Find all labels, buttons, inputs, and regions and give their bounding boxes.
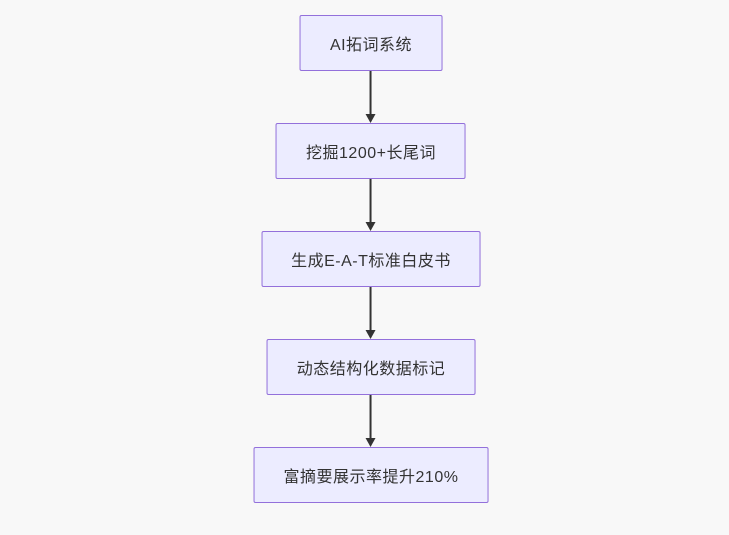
arrow-line	[370, 395, 372, 439]
flow-edge-1	[366, 71, 376, 123]
flow-node-rich-snippet-rate-increase: 富摘要展示率提升210%	[253, 447, 489, 503]
arrow-line	[370, 179, 372, 223]
flow-edge-2	[366, 179, 376, 231]
arrow-line	[370, 287, 372, 331]
flow-node-generate-eat-whitepaper: 生成E-A-T标准白皮书	[261, 231, 481, 287]
flow-edge-3	[366, 287, 376, 339]
arrow-head-icon	[366, 438, 376, 447]
arrow-head-icon	[366, 222, 376, 231]
flowchart: AI拓词系统 挖掘1200+长尾词 生成E-A-T标准白皮书 动态结构化数据标记…	[253, 15, 489, 503]
flow-node-mine-longtail-keywords: 挖掘1200+长尾词	[276, 123, 466, 179]
flow-node-dynamic-structured-data-markup: 动态结构化数据标记	[266, 339, 476, 395]
arrow-head-icon	[366, 114, 376, 123]
flow-edge-4	[366, 395, 376, 447]
arrow-head-icon	[366, 330, 376, 339]
flow-node-ai-word-expansion-system: AI拓词系统	[299, 15, 443, 71]
arrow-line	[370, 71, 372, 115]
